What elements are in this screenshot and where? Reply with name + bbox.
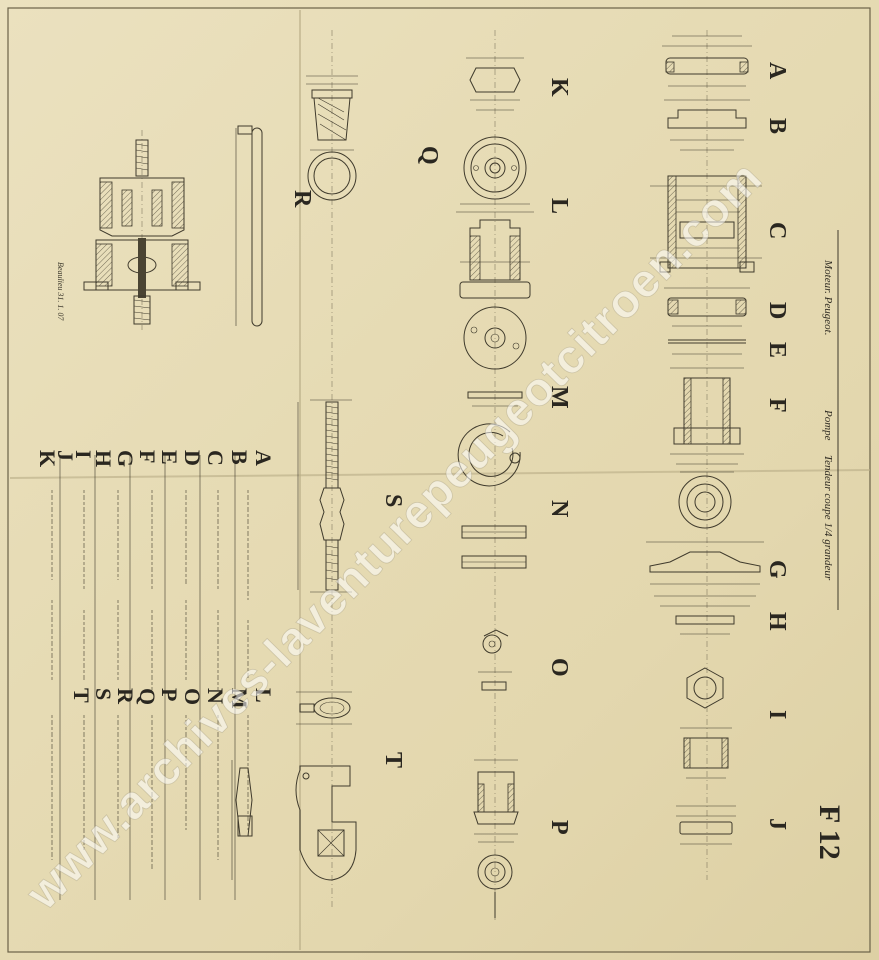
part-o-drawing xyxy=(478,629,512,691)
nomenclature-letter-i: I xyxy=(71,450,96,459)
part-letter-i: I xyxy=(764,710,790,719)
part-f-drawing xyxy=(670,367,744,529)
center-column-parts xyxy=(231,30,358,910)
nomenclature-letter-s: S xyxy=(91,688,116,700)
part-c-drawing xyxy=(650,175,762,273)
nomenclature-letter-d: D xyxy=(180,450,205,466)
nomenclature-letter-p: P xyxy=(157,688,182,701)
date-note: Beaulieu 31. 1. 07 xyxy=(56,262,65,321)
paper-fold-line xyxy=(9,469,871,479)
part-letter-k: K xyxy=(546,78,572,97)
nomenclature-letters-second: L M N O P Q R S T xyxy=(69,688,276,709)
title-main: Moteur. Peugeot. xyxy=(822,259,834,335)
middle-column-letters: K L M N O P xyxy=(546,78,572,835)
part-letter-p: P xyxy=(546,820,572,835)
part-h-drawing xyxy=(675,615,735,709)
nomenclature-letter-f: F xyxy=(135,450,160,463)
nomenclature-letter-h: H xyxy=(91,450,116,467)
right-column-parts xyxy=(646,30,764,880)
title-note: Tendeur coupe 1/4 grandeur xyxy=(822,455,834,581)
part-n-drawing xyxy=(457,423,527,569)
sheet-border xyxy=(7,7,871,953)
part-l-drawing xyxy=(456,136,534,299)
right-column-letters: A B C D E F G H I J xyxy=(764,62,790,830)
middle-column-parts xyxy=(456,30,534,920)
nomenclature-letter-n: N xyxy=(203,688,228,704)
part-letter-s: S xyxy=(380,494,406,507)
nomenclature-letters-first: A B C D E F G H I J K xyxy=(35,450,276,467)
sheet-number: F 12 xyxy=(813,805,846,860)
part-e-drawing xyxy=(668,339,746,355)
part-a-drawing xyxy=(662,35,752,87)
part-j-drawing xyxy=(676,805,736,845)
center-column-letters: Q R S T xyxy=(289,146,442,768)
nomenclature-letter-o: O xyxy=(180,688,205,705)
part-letter-a: A xyxy=(764,62,790,80)
nomenclature-letter-l: L xyxy=(251,688,276,703)
part-m-drawing xyxy=(463,306,527,407)
pump-assembly-drawing xyxy=(83,130,201,330)
part-letter-n: N xyxy=(546,500,572,518)
nomenclature-letter-b: B xyxy=(227,450,252,465)
nomenclature-letter-m: M xyxy=(227,688,252,709)
part-letter-t: T xyxy=(380,752,406,768)
part-letter-l: L xyxy=(546,198,572,214)
part-g-drawing xyxy=(646,541,764,607)
part-d-drawing xyxy=(664,287,750,327)
nomenclature-letter-k: K xyxy=(35,450,60,467)
nomenclature-letter-j: J xyxy=(53,450,78,461)
title-block: Moteur. Peugeot. Pompe Tendeur coupe 1/4… xyxy=(813,230,846,860)
part-letter-r: R xyxy=(289,190,315,208)
nomenclature-letter-q: Q xyxy=(135,688,160,705)
part-letter-f: F xyxy=(764,398,790,413)
part-letter-o: O xyxy=(546,658,572,677)
nomenclature-letter-e: E xyxy=(157,450,182,465)
nomenclature-letter-g: G xyxy=(113,450,138,467)
nomenclature-letter-a: A xyxy=(251,450,276,466)
title-sub: Pompe xyxy=(822,409,834,441)
part-letter-j: J xyxy=(764,818,790,830)
part-r-drawing xyxy=(235,125,263,327)
part-letter-e: E xyxy=(764,342,790,358)
nomenclature-table xyxy=(51,455,249,900)
part-letter-h: H xyxy=(764,612,790,631)
nomenclature-letter-t: T xyxy=(69,688,94,703)
part-b-drawing xyxy=(664,99,750,151)
part-letter-m: M xyxy=(546,386,572,409)
nomenclature-letter-r: R xyxy=(113,688,138,705)
part-letter-q: Q xyxy=(416,146,442,165)
part-p-drawing xyxy=(473,759,519,918)
part-q-drawing xyxy=(306,75,358,201)
nomenclature-letter-c: C xyxy=(203,450,228,466)
part-k-drawing xyxy=(466,57,524,111)
part-i-drawing xyxy=(680,727,732,779)
part-letter-b: B xyxy=(764,118,790,134)
part-letter-c: C xyxy=(764,222,790,239)
part-s-drawing xyxy=(297,399,352,593)
part-letter-g: G xyxy=(764,560,790,579)
part-t-drawing xyxy=(295,691,357,881)
part-letter-d: D xyxy=(764,302,790,319)
